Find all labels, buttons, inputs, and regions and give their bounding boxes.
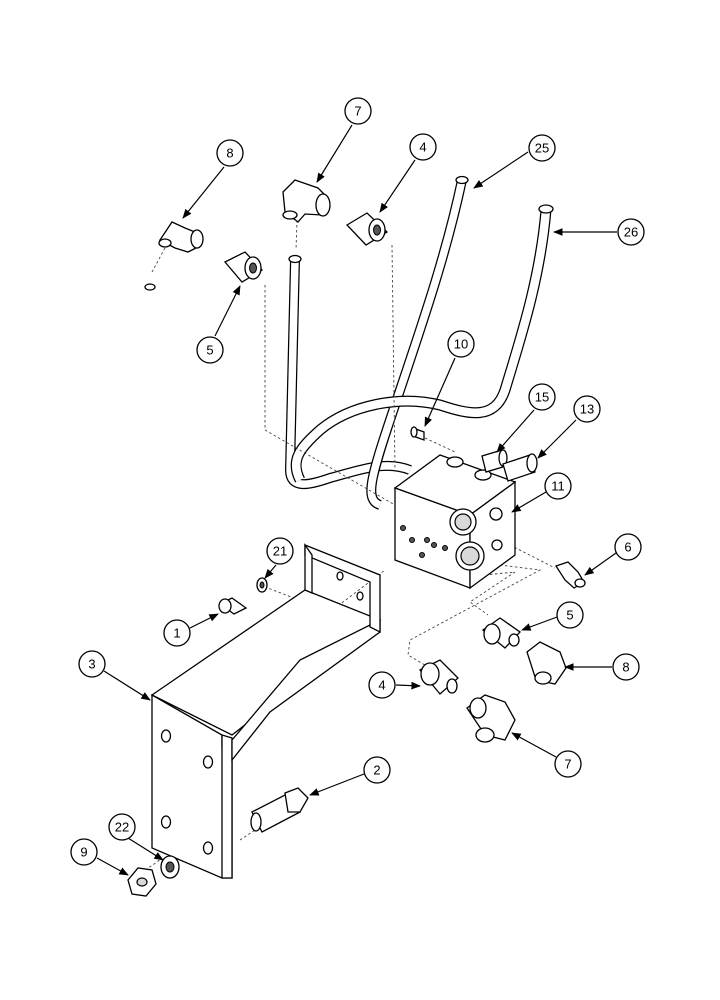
svg-text:26: 26 xyxy=(624,225,638,240)
connector-5-lower xyxy=(481,617,521,649)
hose-center xyxy=(284,254,412,490)
connector-4-lower xyxy=(418,659,459,695)
svg-text:15: 15 xyxy=(535,390,549,405)
washer-22 xyxy=(160,855,180,879)
bolt-2 xyxy=(250,787,309,833)
plug-10 xyxy=(410,426,425,441)
svg-text:10: 10 xyxy=(454,337,468,352)
elbow-6 xyxy=(555,561,586,589)
svg-text:5: 5 xyxy=(566,608,573,623)
callout-4-top: 4 xyxy=(379,133,437,213)
valve-block xyxy=(393,454,517,590)
callout-25: 25 xyxy=(473,134,556,189)
washer-21 xyxy=(256,577,268,593)
fitting-15 xyxy=(481,449,508,473)
callout-10: 10 xyxy=(424,330,475,427)
hose-25 xyxy=(366,175,469,510)
svg-text:22: 22 xyxy=(115,820,129,835)
elbow-7-lower xyxy=(466,694,516,743)
callout-2: 2 xyxy=(309,756,391,796)
connector-5-top xyxy=(223,251,264,283)
bolt-1 xyxy=(218,597,248,615)
bracket xyxy=(150,542,382,879)
svg-text:13: 13 xyxy=(580,402,594,417)
hose-26 xyxy=(290,204,554,483)
callout-7-top: 7 xyxy=(316,97,372,183)
svg-text:4: 4 xyxy=(378,678,385,693)
svg-text:8: 8 xyxy=(226,146,233,161)
callout-8-lower: 8 xyxy=(564,653,640,681)
callout-8-top: 8 xyxy=(182,139,244,219)
svg-text:11: 11 xyxy=(551,479,565,494)
svg-text:6: 6 xyxy=(624,540,631,555)
callout-3: 3 xyxy=(78,650,151,701)
svg-text:9: 9 xyxy=(80,845,87,860)
svg-text:4: 4 xyxy=(419,140,426,155)
fitting-13 xyxy=(502,453,538,482)
callout-5-lower: 5 xyxy=(521,601,584,631)
elbow-8-lower xyxy=(526,641,567,685)
svg-text:8: 8 xyxy=(622,660,629,675)
callout-13: 13 xyxy=(537,395,601,459)
hose-left-loop xyxy=(111,283,398,563)
callout-15: 15 xyxy=(496,383,556,453)
svg-text:7: 7 xyxy=(354,104,361,119)
callout-4-lower: 4 xyxy=(368,671,421,699)
svg-text:1: 1 xyxy=(173,626,180,641)
callout-26: 26 xyxy=(553,218,645,246)
svg-text:25: 25 xyxy=(535,141,549,156)
nut-9 xyxy=(127,867,157,897)
svg-text:5: 5 xyxy=(206,343,213,358)
callout-1: 1 xyxy=(163,613,219,647)
callout-6: 6 xyxy=(584,533,642,576)
callout-7-lower: 7 xyxy=(511,732,582,778)
svg-text:21: 21 xyxy=(273,544,287,559)
svg-text:2: 2 xyxy=(373,763,380,778)
elbow-7-top xyxy=(282,179,331,223)
svg-text:3: 3 xyxy=(88,657,95,672)
connector-4-top xyxy=(345,212,389,246)
svg-text:7: 7 xyxy=(564,757,571,772)
elbow-8-top xyxy=(158,221,204,253)
callout-22: 22 xyxy=(108,813,164,861)
callout-5-top: 5 xyxy=(196,285,241,364)
callout-21: 21 xyxy=(264,537,294,579)
callout-11: 11 xyxy=(511,472,572,513)
callout-9: 9 xyxy=(70,838,129,876)
